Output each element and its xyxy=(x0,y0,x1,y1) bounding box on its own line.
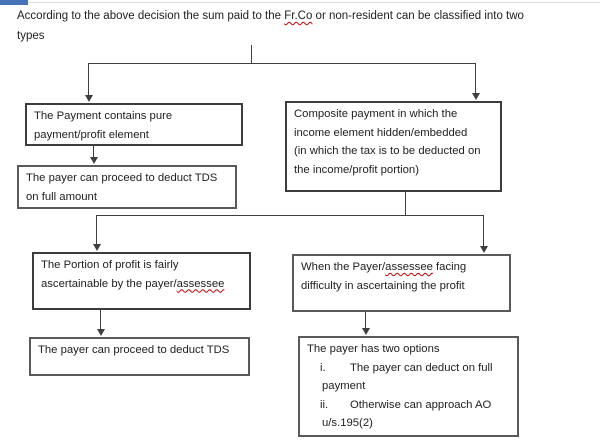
option-item-line: ii. Otherwise can approach AO xyxy=(307,396,517,415)
option-item-wrap: u/s.195(2) xyxy=(322,417,373,429)
connector-difficulty-to-options xyxy=(365,312,366,329)
box-payer-difficulty: When the Payer/assessee facing difficult… xyxy=(292,254,511,312)
misspelled-word-frco: Fr.Co xyxy=(284,10,313,22)
connector-top-right-drop xyxy=(475,63,476,94)
box-pure-payment: The Payment contains pure payment/profit… xyxy=(25,103,243,146)
arrowhead-into-deduct-tds xyxy=(96,329,105,336)
connector-mid-crossbar xyxy=(96,215,484,216)
box-text-line: ascertainable by the payer/assessee xyxy=(41,275,249,294)
box-profit-ascertainable: The Portion of profit is fairly ascertai… xyxy=(32,252,251,310)
box-text-line: the income/profit portion) xyxy=(294,163,419,176)
option-numeral: i. xyxy=(320,361,326,374)
box-text-line: The payer can proceed to deduct TDS xyxy=(26,172,218,184)
box-text-line: The Payment contains pure xyxy=(34,110,173,122)
arrowhead-into-deduct-full xyxy=(89,157,98,164)
intro-text-segment: or non-resident can be classified into t… xyxy=(312,10,524,22)
arrowhead-into-two-options xyxy=(361,328,370,335)
intro-line-1: According to the above decision the sum … xyxy=(17,7,524,27)
box-text-line: difficulty in ascertaining the profit xyxy=(301,279,465,292)
option-item-line: i. The payer can deduct on full xyxy=(307,359,517,378)
arrowhead-into-payer-difficulty xyxy=(479,246,488,253)
box-text-line: income element hidden/embedded xyxy=(294,126,468,139)
box-composite-payment: Composite payment in which the income el… xyxy=(285,101,502,192)
box-text-line: When the Payer/assessee facing xyxy=(301,258,509,277)
box-text-line: The payer can proceed to deduct TDS xyxy=(38,344,230,356)
option-text: Otherwise can approach AO xyxy=(350,398,492,411)
connector-top-left-drop xyxy=(88,63,89,96)
top-border-line xyxy=(0,2,600,3)
connector-top-stem xyxy=(251,45,252,64)
box-deduct-full-amount: The payer can proceed to deduct TDS on f… xyxy=(17,165,237,209)
intro-paragraph: According to the above decision the sum … xyxy=(17,7,524,46)
connector-mid-left-drop xyxy=(96,215,97,245)
connector-pure-to-deductfull xyxy=(93,146,94,158)
box-text-segment: When the Payer/ xyxy=(301,261,386,273)
box-two-options: The payer has two options i. The payer ca… xyxy=(298,336,519,437)
box-text-line: The Portion of profit is fairly xyxy=(41,259,179,271)
top-left-accent-bar xyxy=(0,0,28,5)
connector-mid-stem xyxy=(405,192,406,216)
box-text-segment: ascertainable by the payer/ xyxy=(41,277,177,290)
connector-mid-right-drop xyxy=(483,215,484,247)
option-text: The payer can deduct on full xyxy=(350,361,493,374)
box-text-line: (in which the tax is to be deducted on xyxy=(294,145,481,157)
option-numeral: ii. xyxy=(320,398,329,411)
arrowhead-into-profit-ascertainable xyxy=(92,244,101,251)
two-options-title: The payer has two options xyxy=(307,343,440,355)
intro-line-2: types xyxy=(17,29,45,42)
connector-profit-to-deducttds xyxy=(100,310,101,330)
box-deduct-tds: The payer can proceed to deduct TDS xyxy=(29,337,250,376)
option-item-wrap: payment xyxy=(322,380,366,392)
arrowhead-into-pure-payment xyxy=(84,95,93,102)
intro-text-segment: According to the above decision the sum … xyxy=(17,10,285,22)
misspelled-word-assessee: assessee xyxy=(176,277,225,290)
box-text-segment: facing xyxy=(432,261,467,273)
arrowhead-into-composite xyxy=(471,93,480,100)
misspelled-word-assessee: assessee xyxy=(385,261,433,273)
box-text-line: on full amount xyxy=(26,190,97,203)
box-text-line: payment/profit element xyxy=(34,128,149,141)
box-text-line: Composite payment in which the xyxy=(294,108,458,120)
connector-top-crossbar xyxy=(88,63,476,64)
